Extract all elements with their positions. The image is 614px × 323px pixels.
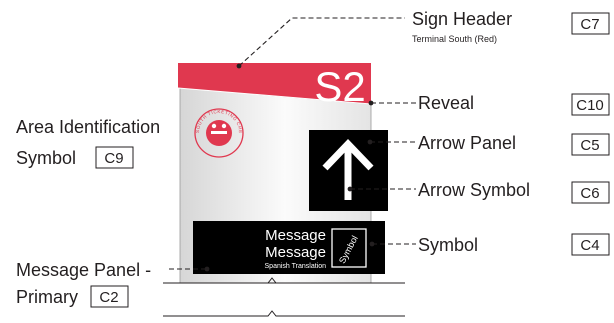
callout-area-id-code: C9 [104,150,123,167]
code-box [95,146,134,169]
callout-message-panel-code: C2 [99,289,118,306]
code-box [571,12,610,35]
leader-dot [236,63,242,69]
callout-symbol-code: C4 [580,237,599,254]
sign-header-text: S2 [314,63,365,110]
break-line-bottom [163,310,405,317]
break-line-top [163,277,405,284]
message-line-2: Message [265,244,326,261]
seal-counter-icon [211,131,227,134]
callout-area-id-label-line1: Area Identification [16,117,160,137]
callout-arrow-symbol-code: C6 [580,185,599,202]
leader-dot [367,139,373,145]
code-box [571,133,610,156]
sign-header [178,63,371,104]
code-box [571,233,610,256]
callout-message-panel-label-line2: Primary [16,287,78,307]
callout-reveal-code: C10 [576,97,604,114]
callout-sign-header-label: Sign Header [412,9,512,29]
seal-person-icon [211,123,217,129]
callout-arrow-panel-label: Arrow Panel [418,133,516,153]
callout-reveal-label: Reveal [418,93,474,113]
seal-ring [194,108,244,158]
callout-area-id-label-line2: Symbol [16,148,76,168]
callout-message-panel-label-line1: Message Panel - [16,260,151,280]
callout-sign-header-sublabel: Terminal South (Red) [412,34,497,44]
leader-sign-header [238,17,405,67]
leader-dot [204,266,210,272]
message-line-1: Message [265,227,326,244]
code-box [90,285,129,308]
message-panel [193,221,385,274]
reveal-line [177,87,372,105]
leader-dot [347,186,353,192]
message-translation: Spanish Translation [265,263,327,270]
callout-arrow-symbol-label: Arrow Symbol [418,180,530,200]
leader-dot [368,100,374,106]
callout-symbol-label: Symbol [418,235,478,255]
seal-person-icon [221,123,227,129]
code-box [571,93,610,116]
callout-arrow-panel-code: C5 [580,137,599,154]
code-box [571,181,610,204]
callout-sign-header-code: C7 [580,16,599,33]
leader-dot [369,241,375,247]
arrow-up-icon [322,138,374,200]
symbol-box [331,228,367,268]
